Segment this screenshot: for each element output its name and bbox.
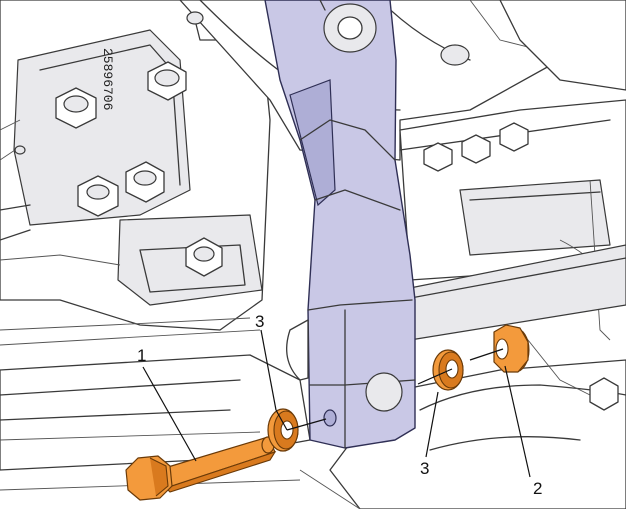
hex-bolt-icon (589, 377, 619, 411)
cross-beam (0, 244, 626, 471)
hex-bolt-icon (423, 142, 453, 172)
hex-bolt-icon (185, 237, 223, 277)
right-structure (399, 99, 626, 341)
flange-nut (493, 324, 530, 373)
chassis-bolts (14, 61, 223, 277)
washer-right (432, 349, 464, 391)
leader-lines (142, 329, 531, 478)
hex-bolt-icon (147, 61, 187, 101)
hex-bolt-icon (55, 87, 97, 129)
hex-bolt-icon (499, 122, 529, 152)
hex-bolt-icon (125, 161, 165, 203)
callouts: 1 3 3 2 (137, 312, 542, 498)
washer-left (267, 408, 299, 452)
callout-3-left: 3 (255, 312, 264, 331)
stamped-marking: 25896706 (100, 48, 115, 110)
callout-3-right: 3 (420, 459, 429, 478)
hex-bolt-icon (77, 175, 119, 217)
part-number-text: 25896706 (100, 48, 115, 110)
lower-bushing (365, 372, 403, 412)
callout-1: 1 (137, 346, 146, 365)
bolt-hole (323, 409, 337, 427)
callout-2: 2 (533, 479, 542, 498)
suspension-link-arm (264, 0, 416, 449)
bolt (125, 436, 277, 501)
hex-bolt-icon (461, 134, 491, 164)
